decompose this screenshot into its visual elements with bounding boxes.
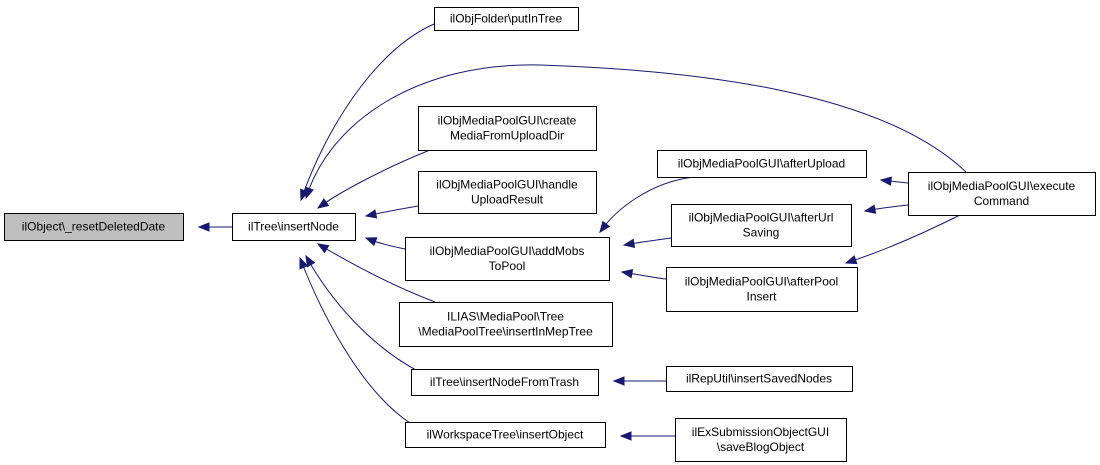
node-label: ilRepUtil\insertSavedNodes — [686, 372, 832, 386]
node-box[interactable] — [232, 213, 356, 241]
node-label: Saving — [743, 226, 780, 240]
edge-line — [300, 23, 435, 201]
graph-node[interactable]: ilRepUtil\insertSavedNodes — [666, 366, 853, 392]
arrowhead — [863, 204, 877, 214]
node-box[interactable] — [675, 418, 847, 462]
node-box[interactable] — [671, 204, 852, 247]
graph-node[interactable]: ilObjFolder\putInTree — [434, 7, 579, 31]
graph-node[interactable]: ilTree\insertNodeFromTrash — [411, 369, 599, 396]
edge-afterUrl-to-addMobs — [622, 237, 672, 248]
node-current-function[interactable]: ilObject\_resetDeletedDate — [4, 213, 184, 241]
arrowhead — [620, 269, 634, 279]
edge-layer — [197, 23, 967, 441]
node-box[interactable] — [666, 267, 858, 312]
edge-insertNode-to-root — [197, 222, 232, 232]
edge-fromTrash-to-insertNode — [305, 254, 417, 371]
graph-node[interactable]: ilObjMediaPoolGUI\afterUpload — [657, 150, 867, 178]
edge-handleUpload-to-insertNode — [364, 205, 419, 219]
node-label: ilWorkspaceTree\insertObject — [427, 428, 584, 442]
edge-afterPool-to-addMobs — [620, 269, 667, 280]
node-label: ilObjMediaPoolGUI\addMobs — [430, 244, 585, 258]
arrowhead — [364, 209, 378, 219]
graph-node[interactable]: ilExSubmissionObjectGUI\saveBlogObject — [675, 418, 847, 462]
edge-mepTree-to-insertNode — [316, 243, 436, 303]
edge-createMedia-to-insertNode — [316, 149, 431, 209]
edge-addMobs-to-insertNode — [364, 237, 406, 250]
node-label: ilExSubmissionObjectGUI — [692, 425, 829, 439]
edge-exSub-to-wsTree — [619, 431, 675, 441]
node-label: ilTree\insertNodeFromTrash — [430, 375, 579, 389]
node-label: ilTree\insertNode — [248, 220, 339, 234]
node-label: ilObjMediaPoolGUI\afterPool — [685, 275, 838, 289]
edge-execute-to-insertNode — [304, 64, 967, 200]
edge-line — [317, 243, 436, 303]
node-label: ilObjMediaPoolGUI\afterUrl — [689, 211, 834, 225]
node-label: ilObjMediaPoolGUI\handle — [436, 178, 578, 192]
graph-node[interactable]: ilTree\insertNode — [232, 213, 356, 241]
edge-line — [305, 64, 967, 199]
node-box[interactable] — [657, 150, 867, 178]
arrowhead — [299, 256, 309, 270]
node-label: ilObjFolder\putInTree — [450, 12, 563, 26]
node-label: ToPool — [489, 259, 526, 273]
edge-repUtil-to-fromTrash — [612, 376, 666, 386]
node-label: \MediaPoolTree\insertInMepTree — [418, 325, 593, 339]
node-box[interactable] — [908, 172, 1096, 216]
edge-line — [845, 214, 961, 264]
arrowhead — [599, 220, 611, 234]
node-label: ILIAS\MediaPool\Tree — [447, 310, 564, 324]
arrowhead — [612, 376, 625, 386]
edge-afterUpload-to-addMobs — [599, 176, 695, 234]
node-box[interactable] — [405, 237, 610, 281]
graph-node[interactable]: ilWorkspaceTree\insertObject — [405, 422, 606, 448]
node-box[interactable] — [411, 369, 599, 396]
node-label: UploadResult — [471, 193, 544, 207]
node-box[interactable] — [4, 213, 184, 241]
arrowhead — [364, 237, 378, 247]
node-label: ilObjMediaPoolGUI\create — [438, 114, 577, 128]
arrowhead — [619, 431, 632, 441]
node-label: Command — [974, 194, 1029, 208]
node-label: \saveBlogObject — [717, 440, 805, 454]
graph-node[interactable]: ilObjMediaPoolGUI\createMediaFromUploadD… — [418, 106, 597, 151]
node-box[interactable] — [418, 106, 597, 151]
arrowhead — [879, 176, 892, 186]
node-box[interactable] — [434, 7, 579, 31]
edge-line — [305, 255, 417, 371]
node-label: Insert — [746, 290, 777, 304]
arrowhead — [844, 255, 858, 265]
node-layer: ilObject\_resetDeletedDate ilTree\insertN… — [4, 7, 1096, 462]
node-label: MediaFromUploadDir — [450, 129, 564, 143]
node-box[interactable] — [405, 422, 606, 448]
arrowhead — [316, 198, 330, 209]
edge-folder-to-insertNode — [300, 23, 435, 202]
arrowhead — [316, 243, 330, 254]
node-box[interactable] — [418, 171, 597, 214]
arrowhead — [304, 186, 314, 200]
graph-node[interactable]: ILIAS\MediaPool\Tree\MediaPoolTree\inser… — [399, 302, 613, 347]
node-box[interactable] — [666, 366, 853, 392]
arrowhead — [622, 238, 636, 248]
node-box[interactable] — [399, 302, 613, 347]
node-label: ilObject\_resetDeletedDate — [22, 220, 166, 234]
edge-wsTree-to-insertNode — [299, 256, 411, 424]
edge-line — [317, 149, 431, 209]
edge-execute-to-afterPool — [844, 214, 961, 265]
node-label: ilObjMediaPoolGUI\afterUpload — [678, 157, 845, 171]
edge-line — [299, 257, 411, 424]
node-label: ilObjMediaPoolGUI\execute — [928, 179, 1076, 193]
edge-execute-to-afterUpload — [879, 176, 909, 186]
arrowhead — [305, 254, 316, 268]
edge-execute-to-afterUrl — [863, 204, 909, 214]
arrowhead — [197, 222, 210, 232]
